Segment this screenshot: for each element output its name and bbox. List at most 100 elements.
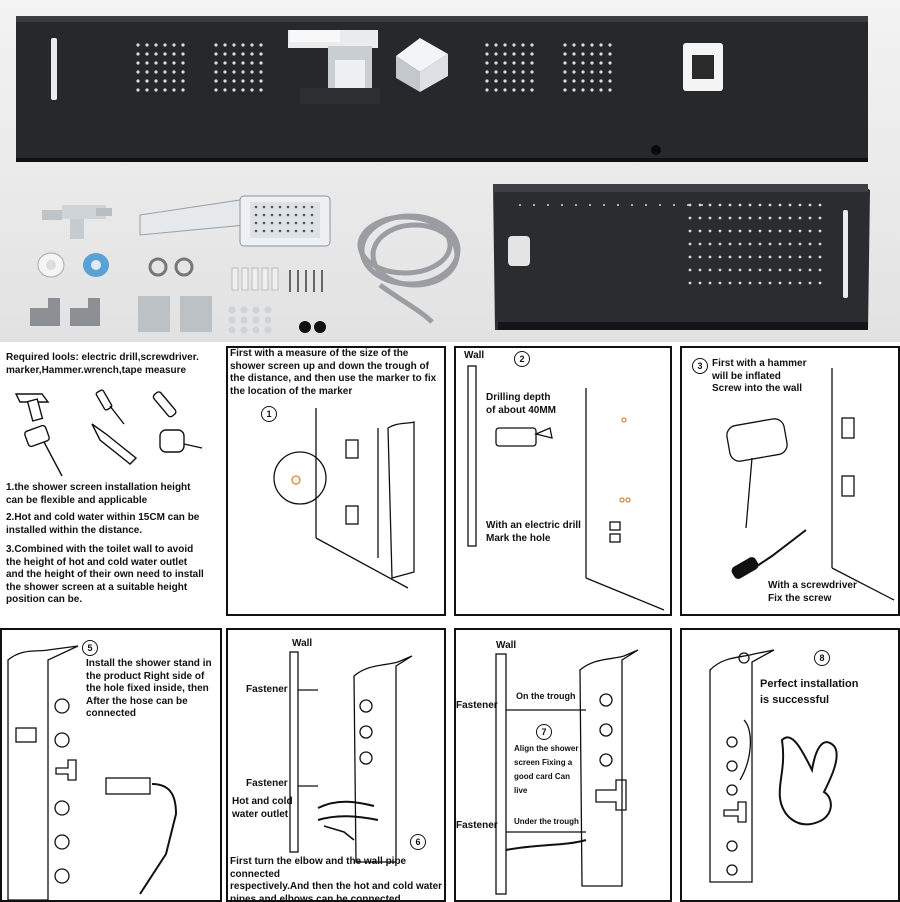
spray-nozzle [214, 88, 218, 92]
spray-nozzle [778, 281, 782, 285]
spray-nozzle [259, 88, 263, 92]
step-1-number: 1 [261, 406, 277, 422]
spray-nozzle [581, 43, 585, 47]
spray-nozzle [521, 88, 525, 92]
spray-nozzle [270, 221, 274, 225]
step-5-illustration [7, 645, 178, 900]
spray-nozzle [608, 52, 612, 56]
spray-nozzle [278, 229, 282, 233]
spray-nozzle [232, 88, 236, 92]
spray-nozzle [808, 216, 812, 220]
spray-nozzle [701, 204, 703, 206]
spray-nozzle [738, 281, 742, 285]
step-6-fastener-1: Fastener [246, 684, 288, 695]
spray-nozzle [718, 268, 722, 272]
spray-nozzle [590, 61, 594, 65]
spray-nozzle [512, 79, 516, 83]
step-8-text: Perfect installation is successful [760, 678, 859, 706]
step-7-wall-label: Wall [496, 640, 517, 651]
spray-nozzle [512, 88, 516, 92]
spray-nozzle [808, 281, 812, 285]
spray-nozzle [688, 268, 692, 272]
spray-nozzle [708, 203, 712, 207]
spray-nozzle [278, 221, 282, 225]
spray-nozzle [788, 203, 792, 207]
spray-nozzle [563, 88, 567, 92]
spray-nozzle [768, 268, 772, 272]
spray-nozzle [718, 255, 722, 259]
spray-nozzle [145, 61, 149, 65]
spray-nozzle [294, 213, 298, 217]
spray-nozzle [512, 61, 516, 65]
spray-nozzle [572, 88, 576, 92]
spray-nozzle [758, 242, 762, 246]
panel-step-1: First with a measure of the size of the … [226, 346, 446, 616]
spray-nozzle [673, 204, 675, 206]
spray-nozzle [223, 43, 227, 47]
panel-step-3: 3 First with a hammer will be inflated S… [680, 346, 900, 616]
step-2-mark-label: With an electric drill Mark the hole [486, 520, 581, 544]
spray-nozzle [521, 79, 525, 83]
spray-nozzle [250, 52, 254, 56]
wall-anchor [271, 267, 279, 291]
spray-nozzle [172, 70, 176, 74]
spray-nozzle [590, 88, 594, 92]
spray-nozzle [748, 242, 752, 246]
spray-nozzle [254, 229, 258, 233]
spray-nozzle [728, 242, 732, 246]
spray-nozzle [259, 43, 263, 47]
spray-nozzle [163, 70, 167, 74]
spray-nozzle [708, 255, 712, 259]
spray-nozzle [530, 52, 534, 56]
spray-nozzle [698, 229, 702, 233]
spray-nozzle [581, 61, 585, 65]
spray-nozzle [718, 281, 722, 285]
step-6-number: 6 [410, 834, 426, 850]
spray-nozzle [494, 70, 498, 74]
spray-nozzle [798, 281, 802, 285]
spray-nozzle [758, 216, 762, 220]
spray-nozzle [232, 61, 236, 65]
spray-nozzle [521, 43, 525, 47]
spray-nozzle [154, 61, 158, 65]
spray-nozzle [599, 43, 603, 47]
step-6-text: First turn the elbow and the wall pipe c… [230, 856, 443, 902]
spray-nozzle [250, 43, 254, 47]
spray-nozzle [512, 43, 516, 47]
spray-nozzle [563, 61, 567, 65]
spray-nozzle [485, 70, 489, 74]
spray-nozzle [310, 221, 314, 225]
nut [252, 316, 260, 324]
spray-nozzle [154, 88, 158, 92]
tape-measure-icon [159, 429, 203, 453]
nut [240, 326, 248, 334]
spray-nozzle [708, 229, 712, 233]
spray-nozzle [136, 88, 140, 92]
victory-hand-icon [778, 736, 838, 826]
spray-nozzle [572, 79, 576, 83]
nut [252, 326, 260, 334]
spray-nozzle [599, 88, 603, 92]
spray-nozzle [808, 203, 812, 207]
spray-nozzle [581, 70, 585, 74]
spray-nozzle [223, 88, 227, 92]
spray-nozzle [494, 88, 498, 92]
spray-nozzle [259, 61, 263, 65]
spray-nozzle [778, 216, 782, 220]
note-2: 2.Hot and cold water within 15CM can be … [6, 512, 200, 536]
spray-nozzle [294, 205, 298, 209]
spray-nozzle [758, 281, 762, 285]
step-1-text: First with a measure of the size of the … [230, 348, 437, 397]
step-7-align-text: Align the shower screen Fixing a good ca… [514, 744, 579, 795]
step-1-illustration [273, 408, 415, 589]
nut [228, 306, 236, 314]
panel-step-5: 5 Install the shower stand in the produc… [0, 628, 222, 902]
spray-nozzle [154, 70, 158, 74]
spray-nozzle [163, 88, 167, 92]
spray-nozzle [590, 79, 594, 83]
spray-nozzle [738, 268, 742, 272]
step-8-illustration [709, 649, 838, 883]
spray-nozzle [818, 281, 822, 285]
wall-anchor [241, 267, 249, 291]
spray-nozzle [485, 61, 489, 65]
